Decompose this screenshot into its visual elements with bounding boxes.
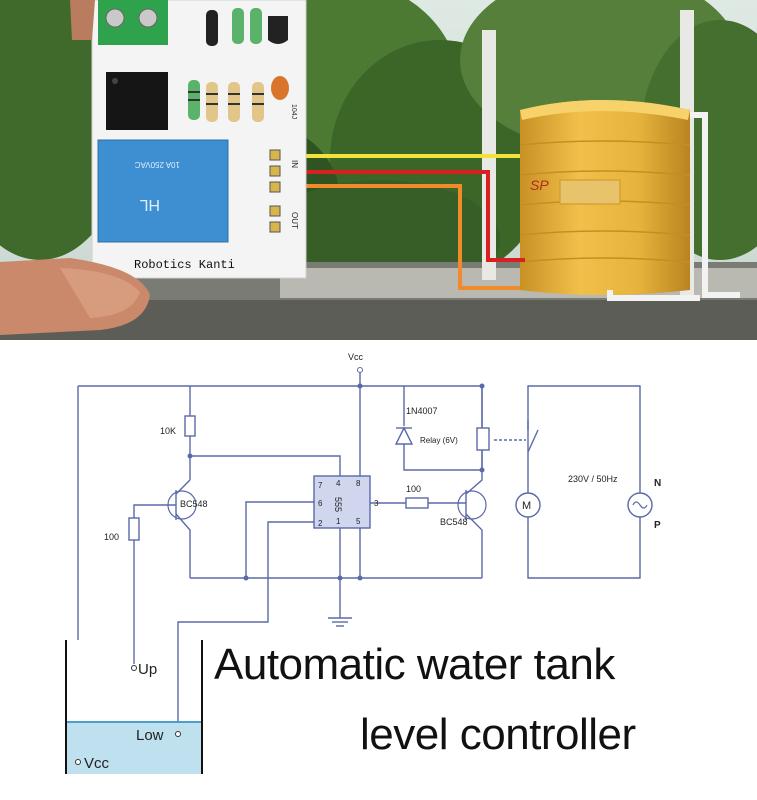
p-label: P (654, 520, 661, 531)
supply-label: 230V / 50Hz (568, 474, 618, 484)
in-label: IN (290, 160, 299, 168)
resistor-100-left (128, 517, 140, 541)
ground-symbol (328, 617, 352, 627)
probe-low-label: Low (136, 727, 164, 744)
capacitor-text: 104J (290, 104, 297, 119)
relay-coil (476, 427, 490, 451)
brand-label: Robotics Kanti (134, 258, 235, 272)
title-line-1: Automatic water tank (214, 640, 615, 689)
resistor-100-base (405, 497, 429, 509)
header-pins (269, 149, 281, 233)
resistor-10k-label: 10K (160, 426, 176, 436)
red-wire (290, 170, 525, 262)
diode-label: 1N4007 (406, 406, 438, 416)
ic-555 (313, 475, 371, 529)
circuit-wires (77, 372, 641, 734)
probe-up-label: Up (138, 661, 157, 678)
ac-wave-icon (632, 501, 648, 509)
transistor-q1 (167, 490, 197, 520)
pin-7: 7 (318, 481, 323, 490)
q2-label: BC548 (440, 517, 468, 527)
water-level (66, 722, 202, 774)
pin-8: 8 (356, 479, 361, 488)
resistor-10k (184, 415, 196, 437)
sensor-wires (290, 154, 525, 290)
vcc-top-label: Vcc (348, 352, 364, 362)
relay-module (97, 139, 229, 243)
orange-wire (290, 184, 520, 290)
out-label: OUT (290, 212, 299, 229)
board-tank-photo: SP HL 10A 250VAC (0, 0, 757, 340)
resistors (188, 8, 264, 122)
capacitor (271, 76, 289, 100)
pin-1: 1 (336, 517, 341, 526)
motor-label: M (522, 500, 531, 512)
relay-text-rating: 10A 250VAC (135, 160, 180, 169)
probe-up-terminal (131, 665, 137, 671)
ic-555-label: 555 (333, 497, 343, 512)
pin-5: 5 (356, 517, 361, 526)
relay-switch (494, 420, 539, 453)
pin-2: 2 (318, 519, 323, 528)
probe-vcc-terminal (75, 759, 81, 765)
title-line-2: level controller (360, 710, 636, 759)
motor-symbol (515, 492, 541, 518)
pcb-board: HL 10A 250VAC 104J (91, 0, 307, 279)
tank-brand: SP (530, 177, 549, 193)
pin-3: 3 (374, 499, 379, 508)
n-label: N (654, 478, 661, 489)
relay-label: Relay (6V) (420, 436, 458, 445)
probe-low-terminal (175, 731, 181, 737)
q1-label: BC548 (180, 499, 208, 509)
pin-4: 4 (336, 479, 341, 488)
resistor-100-left-label: 100 (104, 532, 119, 542)
transistor (268, 16, 288, 44)
relay-text: HL (139, 196, 160, 213)
hand (0, 0, 150, 335)
probe-vcc-label: Vcc (84, 755, 110, 772)
circuit-schematic: Vcc 10K BC548 100 555 4 8 7 6 3 2 1 5 10… (0, 340, 757, 800)
resistor-100-base-label: 100 (406, 484, 421, 494)
pin-6: 6 (318, 499, 323, 508)
water-tank: SP (519, 100, 740, 301)
diode-1n4007 (394, 426, 414, 445)
vcc-terminal (357, 367, 363, 373)
junction-dots (187, 383, 485, 581)
transistor-q2 (457, 490, 487, 520)
